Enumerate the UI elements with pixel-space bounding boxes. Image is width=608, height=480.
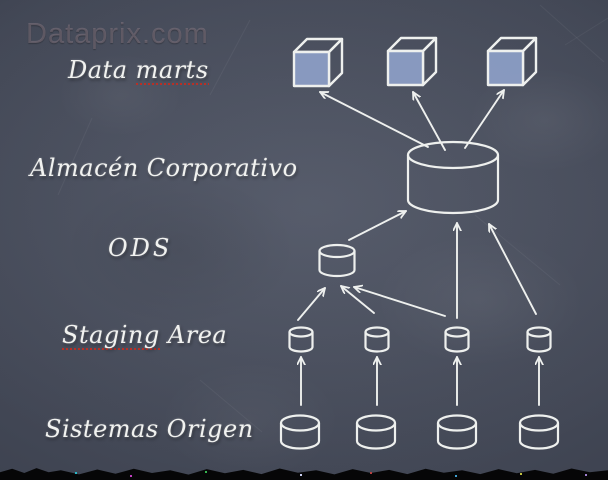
cube-front-face-data-mart-2 [386,49,425,87]
cylinder-top-staging-4 [526,326,552,338]
label-staging-area: Staging Area [62,321,228,350]
cube-front-face-data-mart-1 [292,50,331,88]
label-sistemas-origen: Sistemas Origen [45,415,254,443]
cylinder-top-staging-1 [288,326,314,338]
dust-speckles [0,471,2,473]
cylinder-body-staging-4 [526,330,552,353]
arrow-corporativo-to-mart-2 [412,91,446,151]
cylinder-body-ods [318,249,356,278]
label-staging-area-text: Area [159,321,228,349]
label-staging-misspelled-word: Staging [62,321,160,350]
cube-side-face-data-mart-2 [421,36,438,87]
cylinder-body-staging-3 [444,330,470,353]
arrow-corporativo-to-mart-3 [464,89,505,149]
arrow-staging-1-to-ods [297,287,326,321]
cylinder-body-staging-2 [364,330,390,353]
label-ods: ODS [108,234,172,262]
cube-front-face-data-mart-3 [486,49,525,87]
cylinder-top-staging-3 [444,326,470,338]
arrow-ods-to-corporativo [348,210,407,241]
label-almacen-corporativo: Almacén Corporativo [30,154,298,182]
cylinder-top-origen-2 [355,414,397,432]
cylinder-top-origen-4 [518,414,560,432]
arrow-corporativo-to-mart-1 [319,91,429,148]
cylinder-top-origen-1 [279,414,321,432]
label-ods-text: ODS [108,234,173,262]
torn-bottom-edge [0,468,608,480]
cylinder-body-origen-4 [518,421,560,450]
diagram-shapes [279,36,560,450]
cube-side-face-data-mart-3 [521,36,538,87]
cylinder-body-origen-2 [355,421,397,450]
cylinder-body-origen-3 [436,421,478,450]
cylinder-top-origen-3 [436,414,478,432]
arrow-staging-2-to-ods [340,285,375,314]
cylinder-body-almacen-corporativo [406,153,500,215]
label-data-marts-text: Data [68,56,136,84]
cylinder-top-ods [318,243,356,259]
cylinder-body-staging-1 [288,330,314,353]
chalk-scratches [57,4,608,433]
label-data-marts-misspelled-word: marts [135,56,209,85]
label-sistemas-origen-text: Sistemas Origen [45,415,254,443]
cylinder-top-almacen-corporativo [406,140,500,170]
arrow-staging-3-to-ods [353,287,446,317]
label-data-marts: Data marts [68,56,209,85]
cylinder-top-staging-2 [364,326,390,338]
watermark: Dataprix.com [26,18,209,50]
cube-side-face-data-mart-1 [327,37,344,88]
label-almacen-corporativo-text: Almacén Corporativo [30,154,298,182]
arrow-staging-4-to-corporativo [488,223,537,315]
cylinder-body-origen-1 [279,421,321,450]
